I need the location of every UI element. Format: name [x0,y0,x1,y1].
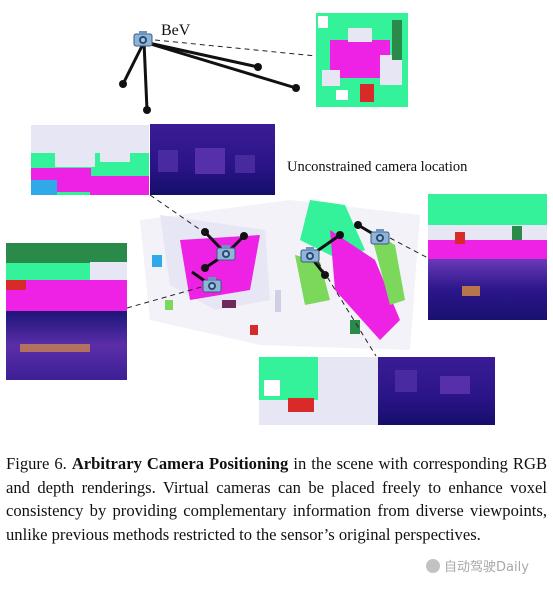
figure-caption: Figure 6. Arbitrary Camera Positioning i… [6,452,547,546]
caption-body: in the scene with corresponding RGB and … [6,454,548,544]
figure-panel: Unconstrained camera location [6,13,547,425]
caption-title: Arbitrary Camera Positioning [71,454,289,473]
view-top-left [31,124,275,195]
caption-figure-number: Figure 6. [6,454,67,473]
watermark-text: 自动驾驶Daily [444,560,529,575]
scene-camera-cluster-right [300,221,390,279]
unconstrained-camera-label: Unconstrained camera location [287,159,468,175]
view-right-depth [428,259,547,320]
view-right [428,194,547,320]
figure-illustration: Unconstrained camera location [6,13,547,425]
view-left [6,243,127,380]
bev-camera-icon [133,30,153,47]
bev-semantic-render [316,13,408,107]
view-connectors [126,194,429,357]
watermark: 自动驾驶Daily [426,556,529,575]
bev-label: BeV [161,22,191,39]
view-bottom [259,357,495,425]
watermark-logo-icon [426,558,440,573]
voxel-scene [140,200,420,350]
scene-camera-cluster-left [191,228,248,293]
bev-camera-rig [119,30,317,114]
